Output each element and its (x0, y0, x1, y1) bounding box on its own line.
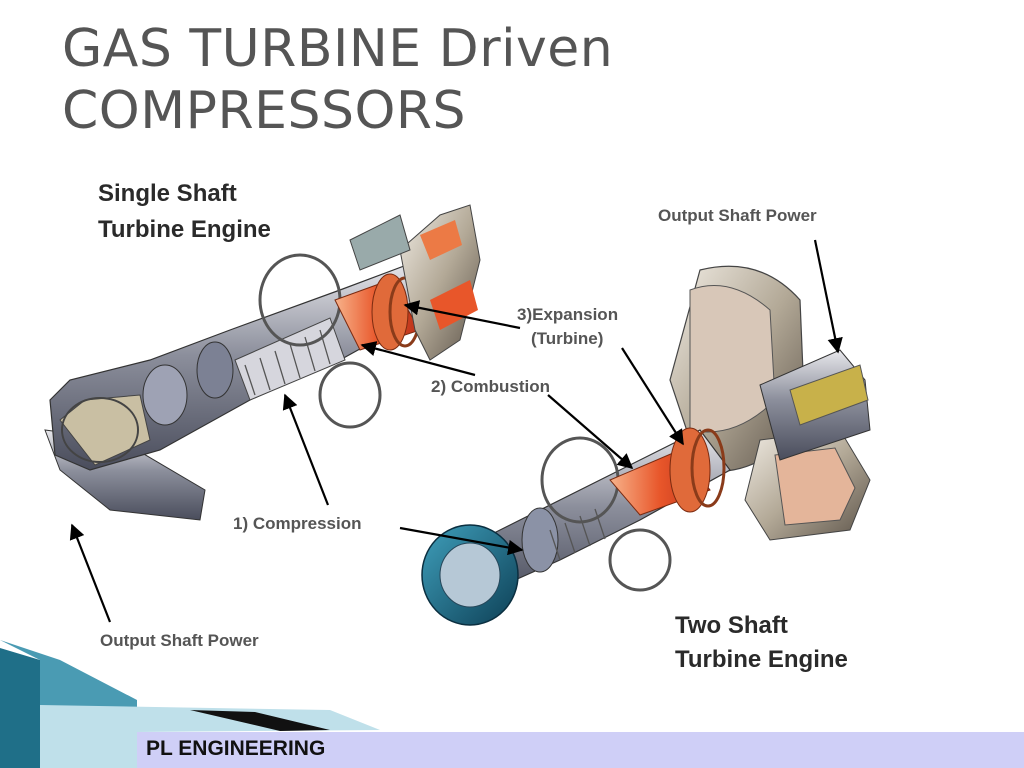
single-shaft-title-line2: Turbine Engine (98, 216, 271, 243)
page-title-line1: GAS TURBINE Driven (62, 19, 614, 79)
page-title-line2: COMPRESSORS (62, 81, 467, 141)
decorative-swoosh (0, 640, 380, 768)
single-shaft-engine (44, 204, 481, 521)
stage-expansion-label-line2: (Turbine) (531, 329, 603, 348)
page-title: GAS TURBINE Driven COMPRESSORS (62, 18, 762, 142)
stage-expansion-label-line1: 3)Expansion (517, 305, 618, 324)
callout-arrows (69, 239, 843, 623)
output-shaft-power-left-label: Output Shaft Power (100, 631, 259, 650)
two-shaft-title-line1: Two Shaft (675, 612, 788, 639)
stage-combustion-label: 2) Combustion (431, 377, 550, 396)
two-shaft-title-line2: Turbine Engine (675, 646, 848, 673)
output-shaft-power-right-label: Output Shaft Power (658, 206, 817, 225)
two-shaft-engine (421, 265, 871, 626)
footer-bar (137, 732, 1024, 768)
stage-compression-label: 1) Compression (233, 514, 361, 533)
single-shaft-title-line1: Single Shaft (98, 180, 237, 207)
footer-label: PL ENGINEERING (146, 737, 326, 760)
